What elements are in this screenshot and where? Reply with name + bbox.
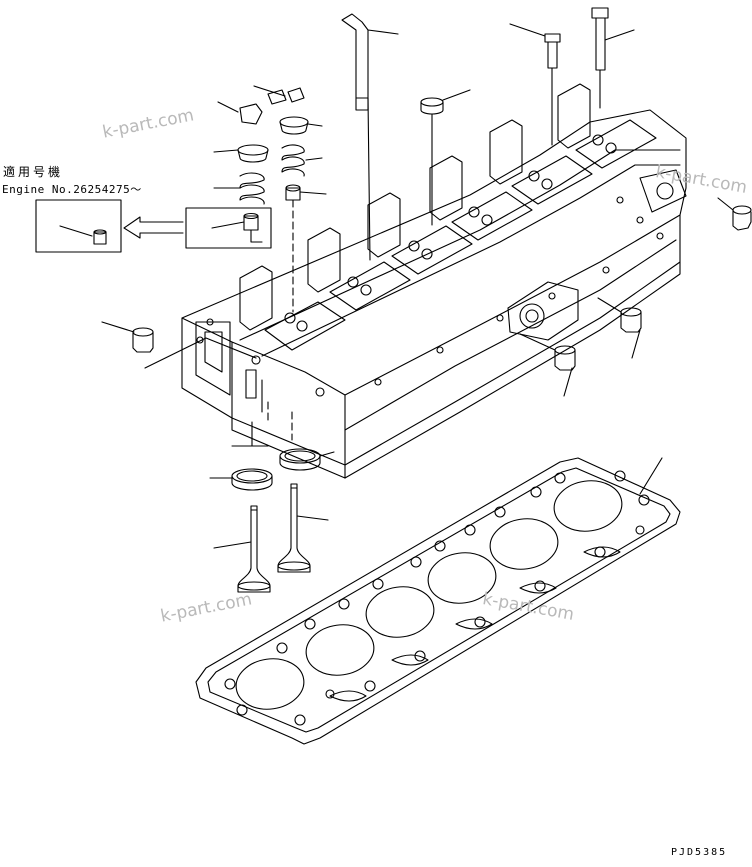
- breather-tube: [341, 13, 399, 261]
- serial-callout: [35, 199, 272, 253]
- valve-stems-in-head: [284, 134, 617, 332]
- drawing-code: PJD5385: [671, 847, 728, 858]
- engine-serial-number: Engine No.26254275～: [2, 183, 142, 196]
- valve-train-parts: [213, 85, 327, 313]
- right-plugs: [519, 197, 752, 397]
- left-plug: [101, 321, 257, 369]
- cylinder-head: [181, 109, 687, 479]
- plug-cap: [420, 89, 471, 226]
- valve-bays: [264, 119, 657, 351]
- front-face-details: [195, 321, 263, 413]
- head-bolts: [509, 7, 635, 146]
- applicable-serial-label: 適用号機: [3, 165, 64, 179]
- valve-seats-and-valves: [209, 401, 335, 593]
- rocker-pedestals: [239, 83, 591, 331]
- thermostat-housing: [507, 169, 687, 341]
- head-gasket: [195, 457, 681, 745]
- head-bolt-holes: [196, 196, 664, 397]
